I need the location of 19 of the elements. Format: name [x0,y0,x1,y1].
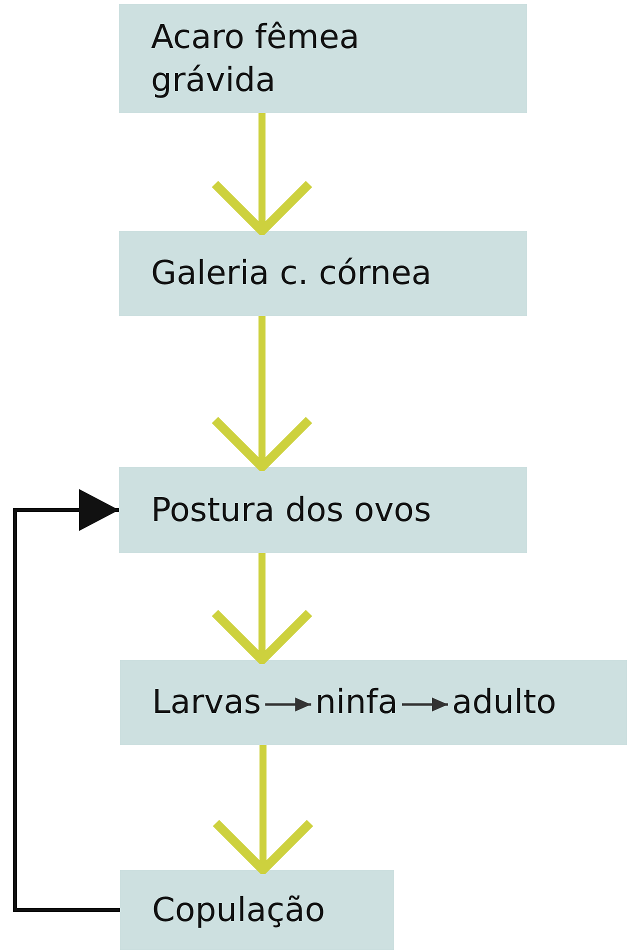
step-box [119,231,527,316]
step-box [120,870,394,950]
arrow [265,698,312,712]
arrow [210,553,314,664]
step-label: Acaro fêmea grávida [151,16,360,100]
arrow [212,745,314,874]
stage-label: ninfa [315,681,398,724]
stage-label: adulto [452,681,556,724]
arrow [210,316,314,472]
step-box [119,4,527,113]
step-box [120,660,627,745]
step-label: Galeria c. córnea [151,252,433,294]
stage-label: Larvas [152,681,262,724]
step-label: Copulação [152,888,326,931]
arrow [402,698,448,712]
arrow [13,490,120,912]
step-box [119,467,527,553]
step-label: Postura dos ovos [151,488,432,531]
arrow [210,113,314,236]
